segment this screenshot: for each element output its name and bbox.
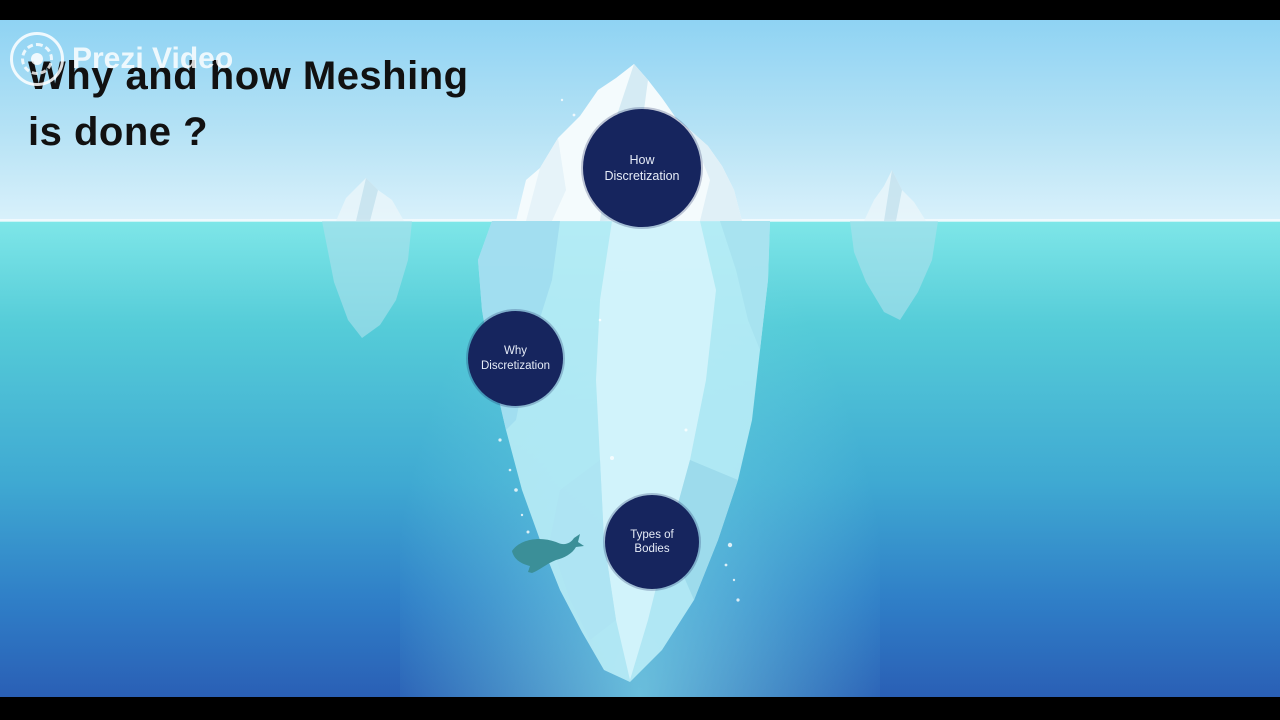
- small-iceberg-left: [322, 178, 412, 338]
- watermark-text: Prezi Video: [72, 42, 234, 75]
- whale-icon: [512, 534, 584, 573]
- letterbox-top: [0, 0, 1280, 20]
- letterbox-bottom: [0, 697, 1280, 720]
- main-iceberg-body: [478, 221, 770, 682]
- topic-why-discretization[interactable]: Why Discretization: [468, 311, 563, 406]
- topic-how-discretization[interactable]: How Discretization: [583, 109, 701, 227]
- topic-types-of-bodies[interactable]: Types of Bodies: [605, 495, 699, 589]
- slide-title: Why and how Meshing is done ?: [28, 54, 469, 154]
- prezi-video-watermark: Prezi Video: [10, 32, 233, 86]
- small-iceberg-right: [850, 170, 938, 320]
- prezi-canvas[interactable]: Why and how Meshing is done ? Prezi Vide…: [0, 20, 1280, 697]
- prezi-logo-icon: [10, 32, 64, 86]
